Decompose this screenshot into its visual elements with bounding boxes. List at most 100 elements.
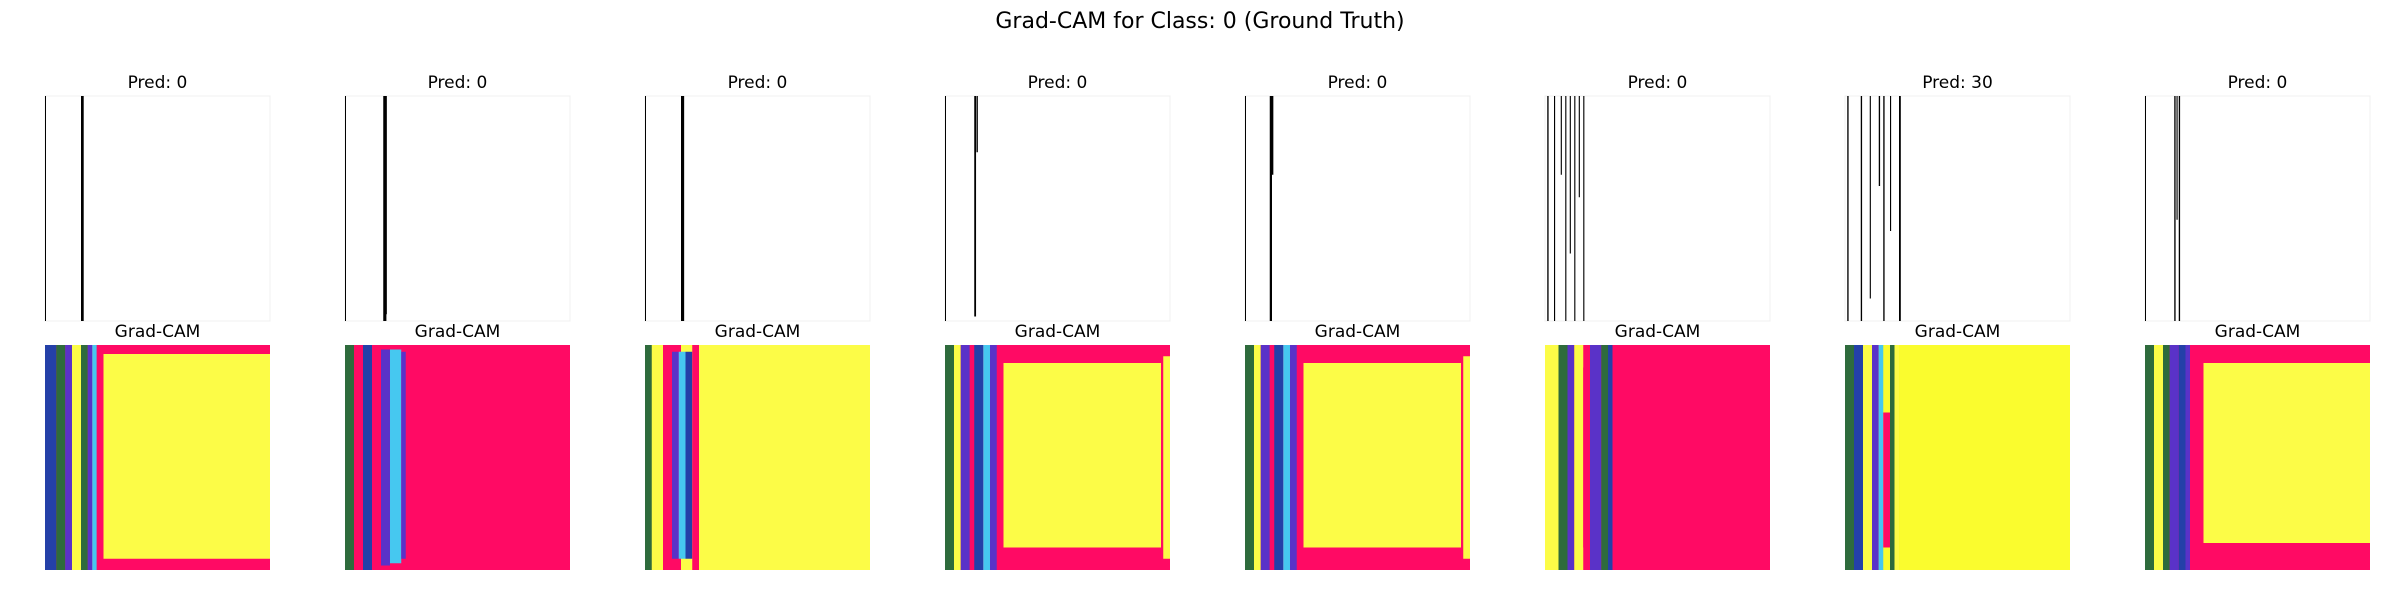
signal-trace xyxy=(1583,96,1585,321)
signal-trace xyxy=(681,96,685,321)
cam-band xyxy=(96,345,104,570)
cam-band xyxy=(1290,345,1297,570)
gradcam-heatmap xyxy=(345,345,570,570)
signal-trace xyxy=(645,96,646,321)
signal-trace xyxy=(1272,96,1274,175)
cam-band xyxy=(990,345,997,570)
cam-band xyxy=(954,345,961,570)
signal-trace xyxy=(1560,96,1562,175)
cam-band xyxy=(372,345,381,570)
prediction-title: Pred: 0 xyxy=(728,73,788,93)
gradcam-title: Grad-CAM xyxy=(715,322,801,342)
cam-band xyxy=(1608,345,1613,570)
prediction-title: Pred: 0 xyxy=(2228,73,2288,93)
gradcam-title: Grad-CAM xyxy=(1915,322,2001,342)
cam-band xyxy=(2185,345,2190,570)
cam-band xyxy=(354,345,363,570)
signal-trace xyxy=(2178,96,2181,321)
figure-title: Grad-CAM for Class: 0 (Ground Truth) xyxy=(995,9,1404,34)
panel-7: Pred: 30 Grad-CAM xyxy=(1844,73,2071,570)
cam-band xyxy=(974,345,984,570)
signal-trace xyxy=(1869,96,1871,299)
cam-band xyxy=(2169,345,2179,570)
prediction-title: Pred: 0 xyxy=(1028,73,1088,93)
cam-band xyxy=(645,345,652,570)
cam-band xyxy=(1274,345,1284,570)
gradcam-heatmap xyxy=(2145,345,2370,570)
input-image xyxy=(2144,95,2371,322)
signal-trace xyxy=(2145,96,2146,321)
prediction-title: Pred: 0 xyxy=(428,73,488,93)
cam-region xyxy=(1303,363,1461,548)
signal-trace xyxy=(1245,96,1246,321)
cam-band xyxy=(1463,356,1470,559)
cam-band xyxy=(685,351,693,559)
signal-trace xyxy=(2174,96,2176,321)
cam-band xyxy=(1245,345,1254,570)
signal-trace xyxy=(976,96,978,153)
cam-band xyxy=(1872,345,1879,570)
gradcam-heatmap xyxy=(45,345,270,570)
cam-band xyxy=(1601,345,1608,570)
cam-band xyxy=(87,345,93,570)
gradcam-heatmap xyxy=(1845,345,2070,570)
panel-2: Pred: 0 Grad-CAM xyxy=(344,73,571,570)
cam-band xyxy=(345,345,354,570)
panel-8: Pred: 0 Grad-CAM xyxy=(2144,73,2371,570)
signal-trace xyxy=(945,96,946,321)
cam-band xyxy=(1863,345,1872,570)
cam-band xyxy=(1254,345,1261,570)
cam-band xyxy=(1883,412,1890,548)
gradcam-title: Grad-CAM xyxy=(1615,322,1701,342)
cam-region xyxy=(103,354,270,559)
gradcam-heatmap xyxy=(645,345,870,570)
input-image xyxy=(344,95,571,322)
signal-trace xyxy=(974,96,977,317)
signal-trace xyxy=(1574,96,1576,321)
cam-band xyxy=(1567,345,1575,570)
signal-trace xyxy=(2176,96,2178,220)
cam-band xyxy=(1894,345,1899,570)
panel-6: Pred: 0 Grad-CAM xyxy=(1544,73,1771,570)
cam-band xyxy=(1854,345,1863,570)
gradcam-title: Grad-CAM xyxy=(1315,322,1401,342)
cam-region xyxy=(1003,363,1161,548)
cam-band xyxy=(381,349,390,566)
cam-band xyxy=(1583,367,1590,548)
input-image xyxy=(1544,95,1771,322)
cam-band xyxy=(1878,345,1884,570)
cam-band xyxy=(1845,345,1854,570)
cam-band xyxy=(1283,345,1290,570)
signal-trace xyxy=(1883,96,1885,321)
signal-trace xyxy=(1890,96,1892,231)
cam-band xyxy=(1545,345,1559,570)
signal-trace xyxy=(1878,96,1881,186)
cam-band xyxy=(1574,345,1584,570)
signal-trace xyxy=(1554,96,1556,321)
signal-trace xyxy=(1899,96,1901,321)
prediction-title: Pred: 0 xyxy=(1628,73,1688,93)
signal-trace xyxy=(383,96,387,321)
cam-band xyxy=(72,345,81,570)
cam-band xyxy=(65,345,72,570)
gradcam-title: Grad-CAM xyxy=(415,322,501,342)
cam-band xyxy=(363,345,372,570)
gradcam-title: Grad-CAM xyxy=(2215,322,2301,342)
signal-trace xyxy=(1847,96,1849,321)
cam-band xyxy=(672,351,679,559)
gradcam-heatmap xyxy=(1545,345,1770,570)
cam-region xyxy=(2203,363,2370,543)
cam-band xyxy=(401,351,406,559)
signal-trace xyxy=(1578,96,1580,198)
prediction-title: Pred: 0 xyxy=(128,73,188,93)
gradcam-heatmap xyxy=(1245,345,1470,570)
cam-band xyxy=(1590,345,1602,570)
prediction-title: Pred: 30 xyxy=(1922,73,1993,93)
input-image xyxy=(1844,95,2071,322)
cam-band xyxy=(1163,356,1170,559)
cam-band xyxy=(969,345,975,570)
